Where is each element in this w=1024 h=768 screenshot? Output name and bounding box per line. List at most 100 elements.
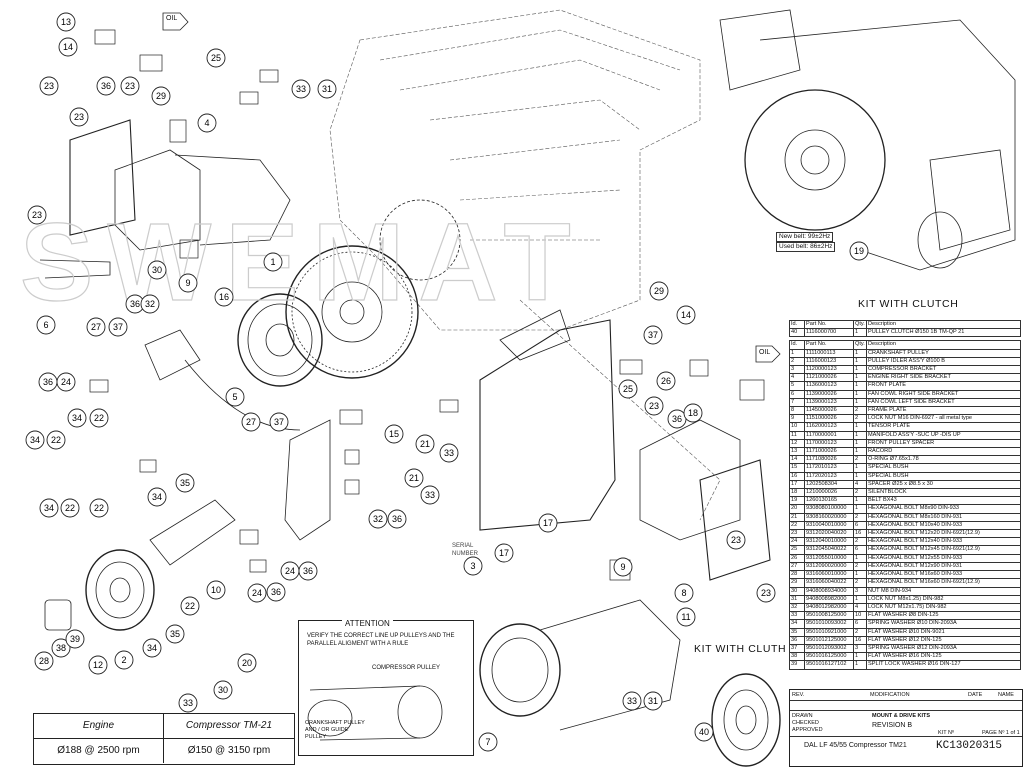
callout-number: 14 [63,42,73,52]
drawing-title: DAL LF 45/55 Compressor TM21 [804,742,907,749]
callout-number: 24 [252,588,262,598]
callout-bubble: 23 [27,205,47,225]
callout-number: 1 [270,257,275,267]
callout-number: 23 [761,588,771,598]
cell-qty: 1 [853,594,867,604]
cell-desc: SPECIAL BUSH [866,471,1021,481]
callout-bubble: 19 [849,241,869,261]
cell-desc: TENSOR PLATE [866,422,1021,432]
callout-number: 29 [156,91,166,101]
cell-part: 9501016127102 [804,660,854,670]
engine-value: Ø188 @ 2500 rpm [57,745,140,756]
cell-id: 7 [789,397,805,408]
callout-number: 33 [444,448,454,458]
callout-number: 38 [56,643,66,653]
callout-number: 23 [32,210,42,220]
callout-bubble: 34 [142,638,162,658]
callout-bubble: 1 [263,252,283,272]
cell-qty: 2 [853,455,867,465]
callout-number: 3 [470,561,475,571]
cell-id: 9 [789,414,805,424]
cell-qty: 2 [853,414,867,424]
cell-id: 37 [789,643,805,654]
callout-bubble: 23 [644,396,664,416]
cell-id: 33 [789,611,805,621]
cell-desc: HEXAGONAL BOLT M8x160 DIN-931 [866,512,1021,522]
used-belt-frequency: Used belt: 86±2Hz [776,242,836,252]
cell-qty: 16 [853,635,867,645]
callout-number: 17 [543,518,553,528]
cell-id: 30 [789,586,805,596]
cell-part: 9501012093002 [804,643,854,654]
callout-number: 27 [91,322,101,332]
callout-number: 8 [681,588,686,598]
cell-part: 1139000123 [804,397,854,408]
cell-desc: RACORD [866,447,1021,457]
callout-number: 36 [271,587,281,597]
callout-number: 32 [373,514,383,524]
callout-number: 22 [185,601,195,611]
callout-number: 13 [61,17,71,27]
callout-bubble: 17 [494,543,514,563]
cell-id: 19 [789,496,805,506]
callout-number: 36 [101,81,111,91]
cell-qty: 2 [853,537,867,547]
callout-bubble: 34 [67,408,87,428]
callout-bubble: 34 [39,498,59,518]
callout-bubble: 26 [656,371,676,391]
cell-qty: 4 [853,479,867,490]
callout-bubble: 10 [206,580,226,600]
cell-qty: 1 [853,389,867,399]
callout-number: 36 [303,566,313,576]
cell-desc: SILENTBLOCK [866,488,1021,498]
compressor-label: Compressor TM-21 [185,720,273,731]
callout-number: 37 [274,417,284,427]
callout-bubble: 36 [266,582,286,602]
cell-part: 9312055010000 [804,553,854,563]
cell-id: 31 [789,594,805,604]
callout-bubble: 38 [51,638,71,658]
callout-bubble: 24 [56,372,76,392]
cell-desc: BELT BX43 [866,496,1021,506]
cell-part: 9501012125000 [804,635,854,645]
kit-number: KC13020315 [936,740,1003,752]
belt-alignment-sketch [307,685,443,741]
callout-number: 33 [296,84,306,94]
cell-qty: 2 [853,488,867,498]
callout-bubble: 25 [206,48,226,68]
cell-id: 35 [789,627,805,637]
cell-id: 23 [789,529,805,539]
callout-bubble: 14 [676,305,696,325]
callout-bubble: 22 [46,430,66,450]
callout-bubble: 34 [147,487,167,507]
cell-id: 40 [789,328,805,338]
clutch-row: 40 1116000700 1 PULLEY CLUTCH Ø150 1B TM… [789,328,1021,338]
cell-desc: COMPRESSOR BRACKET [866,365,1021,375]
callout-bubble: 20 [237,653,257,673]
cell-id: 24 [789,537,805,547]
watermark-graphic: SWEMAT [20,201,585,324]
cell-desc: FLAT WASHER Ø10 DIN-9021 [866,627,1021,637]
callout-number: 31 [322,84,332,94]
cell-desc: HEXAGONAL BOLT M8x90 DIN-933 [866,504,1021,514]
kit-title: KIT WITH CLUTCH [858,298,959,310]
cell-id: 5 [789,381,805,391]
callout-number: 39 [70,634,80,644]
cell-id: 34 [789,619,805,629]
callout-bubble: 22 [89,498,109,518]
callout-bubble: 29 [151,86,171,106]
